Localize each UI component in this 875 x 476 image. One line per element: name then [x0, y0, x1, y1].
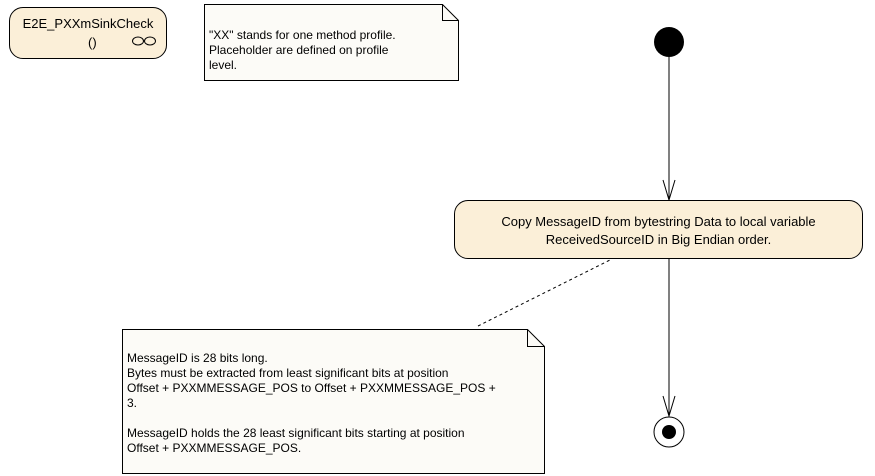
note-shape	[204, 4, 459, 81]
note-method-profile-text: "XX" stands for one method profile. Plac…	[209, 28, 396, 72]
rake-icon	[132, 36, 156, 46]
activity-params: ()	[88, 35, 97, 50]
arrowhead-end	[662, 395, 676, 418]
initial-node	[654, 27, 684, 57]
activity-frame[interactable]: E2E_PXXmSinkCheck ()	[9, 7, 167, 59]
final-node-inner	[662, 425, 676, 439]
activity-name: E2E_PXXmSinkCheck	[22, 16, 154, 31]
note-method-profile: "XX" stands for one method profile. Plac…	[204, 4, 459, 81]
note-shape	[122, 329, 545, 474]
action-copy-message-id[interactable]: Copy MessageID from bytestring Data to l…	[454, 200, 863, 259]
note-message-id-text: MessageID is 28 bits long. Bytes must be…	[127, 351, 496, 455]
note-message-id: MessageID is 28 bits long. Bytes must be…	[122, 329, 545, 474]
note-anchor	[477, 258, 613, 327]
